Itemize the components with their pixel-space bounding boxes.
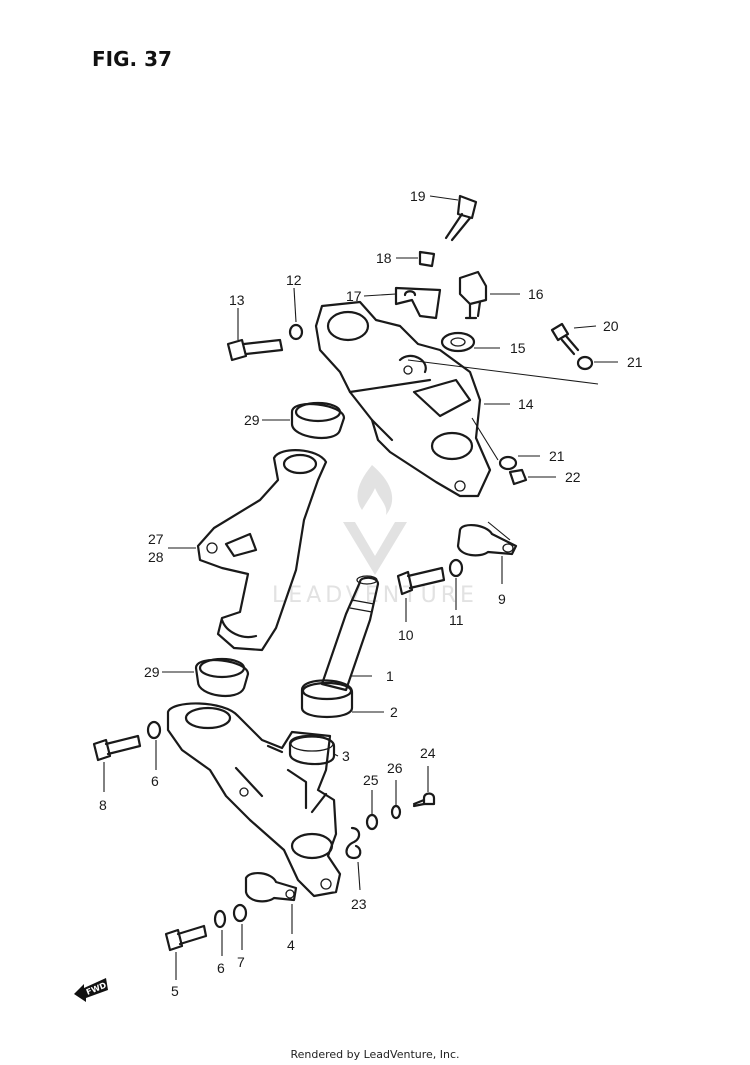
bolt-5 [164, 924, 208, 952]
washer-11 [448, 558, 464, 578]
leader-lines [103, 195, 618, 980]
label-4: 4 [287, 937, 295, 953]
fwd-label: FWD [85, 981, 108, 997]
washer-6-lower [213, 909, 227, 929]
clip-23 [345, 826, 362, 860]
label-18: 18 [376, 250, 392, 266]
label-10: 10 [398, 627, 414, 643]
washer-12 [288, 323, 304, 341]
clamp-17 [394, 286, 442, 320]
nut-22 [508, 468, 528, 486]
label-16: 16 [528, 286, 544, 302]
label-12: 12 [286, 272, 302, 288]
label-28: 28 [148, 549, 164, 565]
bearing-2 [300, 679, 354, 718]
bearing-29-upper [290, 401, 346, 439]
label-8: 8 [99, 797, 107, 813]
fwd-arrow: FWD [74, 978, 108, 1002]
label-13: 13 [229, 292, 245, 308]
bearing-29-lower [194, 657, 250, 697]
rubber-4 [244, 872, 298, 903]
label-11: 11 [449, 612, 464, 628]
label-2: 2 [390, 704, 398, 720]
steering-stem-1 [320, 575, 380, 692]
label-20: 20 [603, 318, 619, 334]
washer-15 [440, 331, 476, 353]
label-25: 25 [363, 772, 379, 788]
label-29-upper: 29 [244, 412, 260, 428]
label-22: 22 [565, 469, 581, 485]
washer-21-lower [498, 455, 518, 471]
label-29-lower: 29 [144, 664, 160, 680]
label-6-lower: 6 [217, 960, 225, 976]
label-19: 19 [410, 188, 426, 204]
washer-7 [232, 903, 248, 923]
label-5: 5 [171, 983, 179, 999]
bolt-16 [458, 270, 488, 320]
race-3 [288, 734, 336, 766]
bolt-8 [92, 734, 142, 762]
rubber-9 [456, 524, 518, 557]
upper-bracket-14 [314, 300, 492, 498]
label-14: 14 [518, 396, 534, 412]
washer-26 [390, 804, 402, 820]
screw-24 [412, 792, 436, 808]
label-27: 27 [148, 531, 164, 547]
label-3: 3 [342, 748, 350, 764]
label-6-upper: 6 [151, 773, 159, 789]
washer-6-upper [146, 720, 162, 740]
label-24: 24 [420, 745, 436, 761]
bracket-27-28 [196, 449, 328, 652]
label-21-lower: 21 [549, 448, 565, 464]
label-7: 7 [237, 954, 245, 970]
footer-credit: Rendered by LeadVenture, Inc. [290, 1048, 459, 1061]
nut-18 [418, 250, 436, 268]
label-1: 1 [386, 668, 394, 684]
label-15: 15 [510, 340, 526, 356]
label-26: 26 [387, 760, 403, 776]
bolt-19 [444, 194, 478, 242]
part-number-labels: 19 18 17 16 15 20 21 14 21 22 12 13 29 2… [99, 188, 643, 999]
bolt-10 [396, 566, 446, 596]
label-21-upper: 21 [627, 354, 643, 370]
leadventure-watermark: LEADVENTURE [272, 465, 474, 608]
figure-title: FIG. 37 [92, 47, 172, 71]
label-17: 17 [346, 288, 362, 304]
label-23: 23 [351, 896, 367, 912]
bolt-13 [226, 338, 284, 362]
label-9: 9 [498, 591, 506, 607]
washer-21-upper [576, 355, 594, 371]
bolt-20 [550, 322, 580, 356]
lower-bracket [166, 702, 342, 898]
washer-25 [365, 813, 379, 831]
